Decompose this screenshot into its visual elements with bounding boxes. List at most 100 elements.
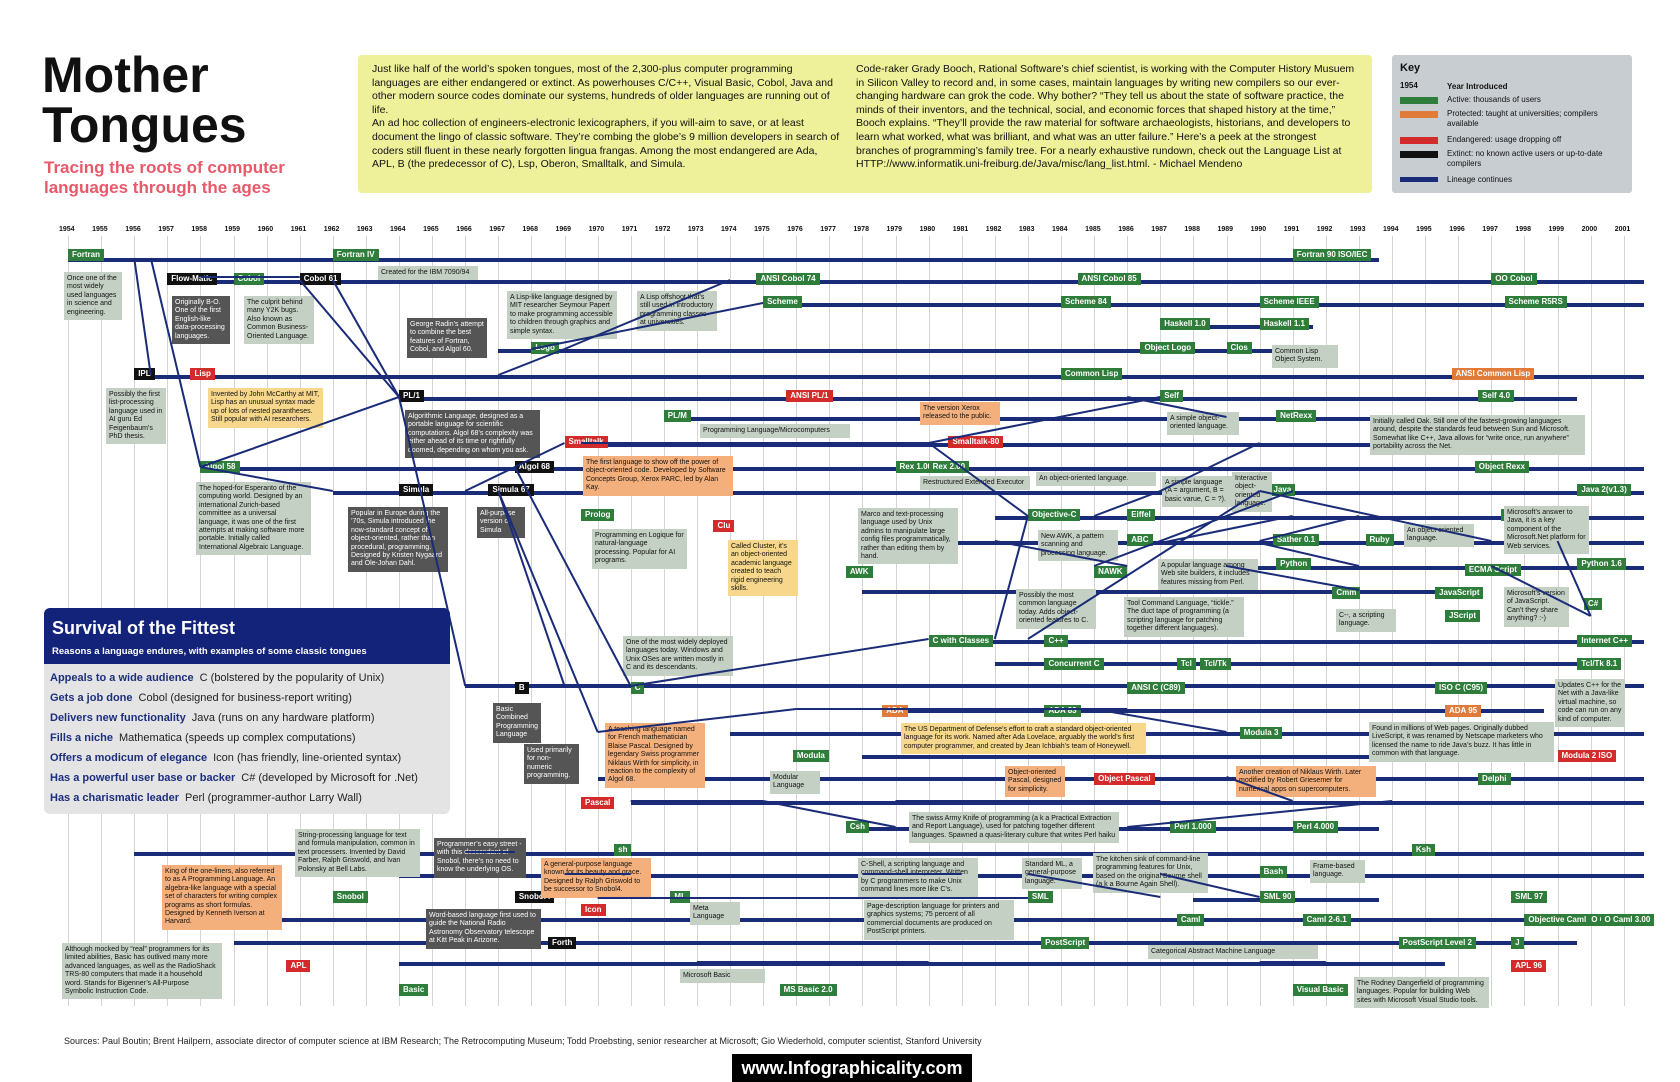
language-node[interactable]: ECMA Script (1464, 564, 1521, 576)
language-node[interactable]: Prolog (581, 509, 615, 521)
language-node[interactable]: C# (1583, 598, 1603, 610)
language-node[interactable]: Simula (399, 484, 434, 496)
language-node[interactable]: PostScript Level 2 (1398, 937, 1476, 949)
language-node[interactable]: Lisp (190, 368, 215, 380)
language-node[interactable]: ML (670, 891, 690, 903)
brand-banner[interactable]: www.Infographicality.com (732, 1054, 972, 1082)
language-node[interactable]: Cmm (1332, 587, 1361, 599)
language-node[interactable]: Pascal (581, 797, 615, 809)
language-node[interactable]: ISO C (C95) (1435, 682, 1488, 694)
language-node[interactable]: ANSI C (C89) (1127, 682, 1185, 694)
language-node[interactable]: Smalltalk (564, 436, 608, 448)
language-node[interactable]: ADA (882, 705, 908, 717)
language-node[interactable]: ABC (1127, 534, 1153, 546)
language-node[interactable]: Icon (581, 904, 606, 916)
language-node[interactable]: Self 4.0 (1478, 390, 1515, 402)
language-node[interactable]: Haskell 1.1 (1259, 318, 1309, 330)
language-node[interactable]: C (630, 682, 645, 694)
language-node[interactable]: B (514, 682, 529, 694)
language-node[interactable]: ADA 83 (1044, 705, 1081, 717)
language-node[interactable]: OO Cobol (1491, 273, 1537, 285)
language-node[interactable]: Fortran 90 ISO/IEC (1292, 249, 1372, 261)
language-node[interactable]: Flow-Matic (167, 273, 217, 285)
language-node[interactable]: JScript (1444, 610, 1481, 622)
language-node[interactable]: Clos (1226, 342, 1252, 354)
language-node[interactable]: SML 97 (1511, 891, 1548, 903)
language-node[interactable]: APL (286, 960, 311, 972)
language-node[interactable]: Tcl/Tk (1200, 658, 1231, 670)
language-node[interactable]: Forth (547, 937, 577, 949)
language-node[interactable]: Python (1276, 558, 1312, 570)
language-node[interactable]: Object Pascal (1094, 773, 1155, 785)
language-node[interactable]: Sather 0.1 (1272, 534, 1320, 546)
language-node[interactable]: Caml 2-6.1 (1302, 914, 1351, 926)
language-node[interactable]: Fortran IV (332, 249, 379, 261)
language-node[interactable]: Modula 2 ISO (1557, 750, 1617, 762)
language-node[interactable]: Logo (531, 342, 559, 354)
language-node[interactable]: Simula 67 (488, 484, 534, 496)
language-node[interactable]: Bash (1259, 866, 1288, 878)
language-node[interactable]: AWK (845, 566, 873, 578)
language-node[interactable]: Scheme (763, 296, 802, 308)
language-node[interactable]: Delphi (1478, 773, 1511, 785)
language-node[interactable]: APL 96 (1511, 960, 1547, 972)
language-node[interactable]: NAWK (1094, 566, 1127, 578)
language-node[interactable]: IPL (134, 368, 155, 380)
language-node[interactable]: Visual Basic (1292, 984, 1348, 996)
language-node[interactable]: ANSI Common Lisp (1451, 368, 1535, 380)
language-node[interactable]: Scheme 84 (1061, 296, 1111, 308)
language-node[interactable]: C++ (1044, 635, 1068, 647)
language-node[interactable]: ADA 95 (1444, 705, 1482, 717)
language-node[interactable]: Basic (399, 984, 429, 996)
language-node[interactable]: Scheme IEEE (1259, 296, 1319, 308)
language-node[interactable]: Fortran (68, 249, 104, 261)
language-node[interactable]: Objective Caml (1524, 914, 1591, 926)
language-node[interactable]: Clu (713, 520, 735, 532)
language-node[interactable]: C with Classes (928, 635, 994, 647)
language-node[interactable]: SML 90 (1259, 891, 1296, 903)
language-node[interactable]: sh (614, 844, 632, 856)
language-node[interactable]: NetRexx (1276, 410, 1317, 422)
language-node[interactable]: Internet C++ (1577, 635, 1633, 647)
language-node[interactable]: JavaScript (1435, 587, 1484, 599)
language-node[interactable]: ANSI PL/1 (786, 390, 833, 402)
language-node[interactable]: Eiffel (1127, 509, 1155, 521)
language-node[interactable]: Rex 1.00 (895, 461, 936, 473)
language-node[interactable]: Concurrent C (1044, 658, 1104, 670)
language-node[interactable]: Algol 68 (514, 461, 554, 473)
language-node[interactable]: Scheme R5RS (1504, 296, 1567, 308)
language-node[interactable]: Tcl/Tk 8.1 (1577, 658, 1622, 670)
language-node[interactable]: J (1511, 937, 1524, 949)
language-node[interactable]: O Caml 3.00 (1600, 914, 1655, 926)
language-node[interactable]: Ruby (1365, 534, 1394, 546)
language-node[interactable]: Cobol 61 (299, 273, 342, 285)
language-node[interactable]: ANSI Cobol 85 (1077, 273, 1141, 285)
language-node[interactable]: Common Lisp (1061, 368, 1123, 380)
language-node[interactable]: SML (1027, 891, 1053, 903)
language-node[interactable]: Modula 3 (1239, 727, 1283, 739)
language-node[interactable]: Java (1269, 484, 1296, 496)
language-node[interactable]: Python 1.6 (1577, 558, 1626, 570)
language-node[interactable]: Java 2(v1.3) (1577, 484, 1631, 496)
language-node[interactable]: PL/M (663, 410, 691, 422)
language-node[interactable]: Algol 58 (200, 461, 240, 473)
language-node[interactable]: Object Rexx (1474, 461, 1529, 473)
language-node[interactable]: PL/1 (399, 390, 424, 402)
language-node[interactable]: Object Logo (1140, 342, 1196, 354)
language-node[interactable]: Tcl (1176, 658, 1196, 670)
language-node[interactable]: Csh (845, 821, 869, 833)
language-node[interactable]: Smalltalk-80 (948, 436, 1004, 448)
language-node[interactable]: Cobol (233, 273, 265, 285)
language-node[interactable]: Modula (792, 750, 829, 762)
language-node[interactable]: ANSI Cobol 74 (756, 273, 820, 285)
language-node[interactable]: Objective-C (1027, 509, 1081, 521)
language-node[interactable]: PostScript (1041, 937, 1090, 949)
language-node[interactable]: Ksh (1411, 844, 1435, 856)
language-node[interactable]: Rex 2.00 (928, 461, 970, 473)
language-node[interactable]: Perl 4.000 (1292, 821, 1339, 833)
language-node[interactable]: Snobol (332, 891, 368, 903)
language-node[interactable]: MS Basic 2.0 (779, 984, 837, 996)
language-node[interactable]: Caml (1176, 914, 1205, 926)
language-node[interactable]: Haskell 1.0 (1160, 318, 1210, 330)
language-node[interactable]: Perl 1.000 (1170, 821, 1216, 833)
